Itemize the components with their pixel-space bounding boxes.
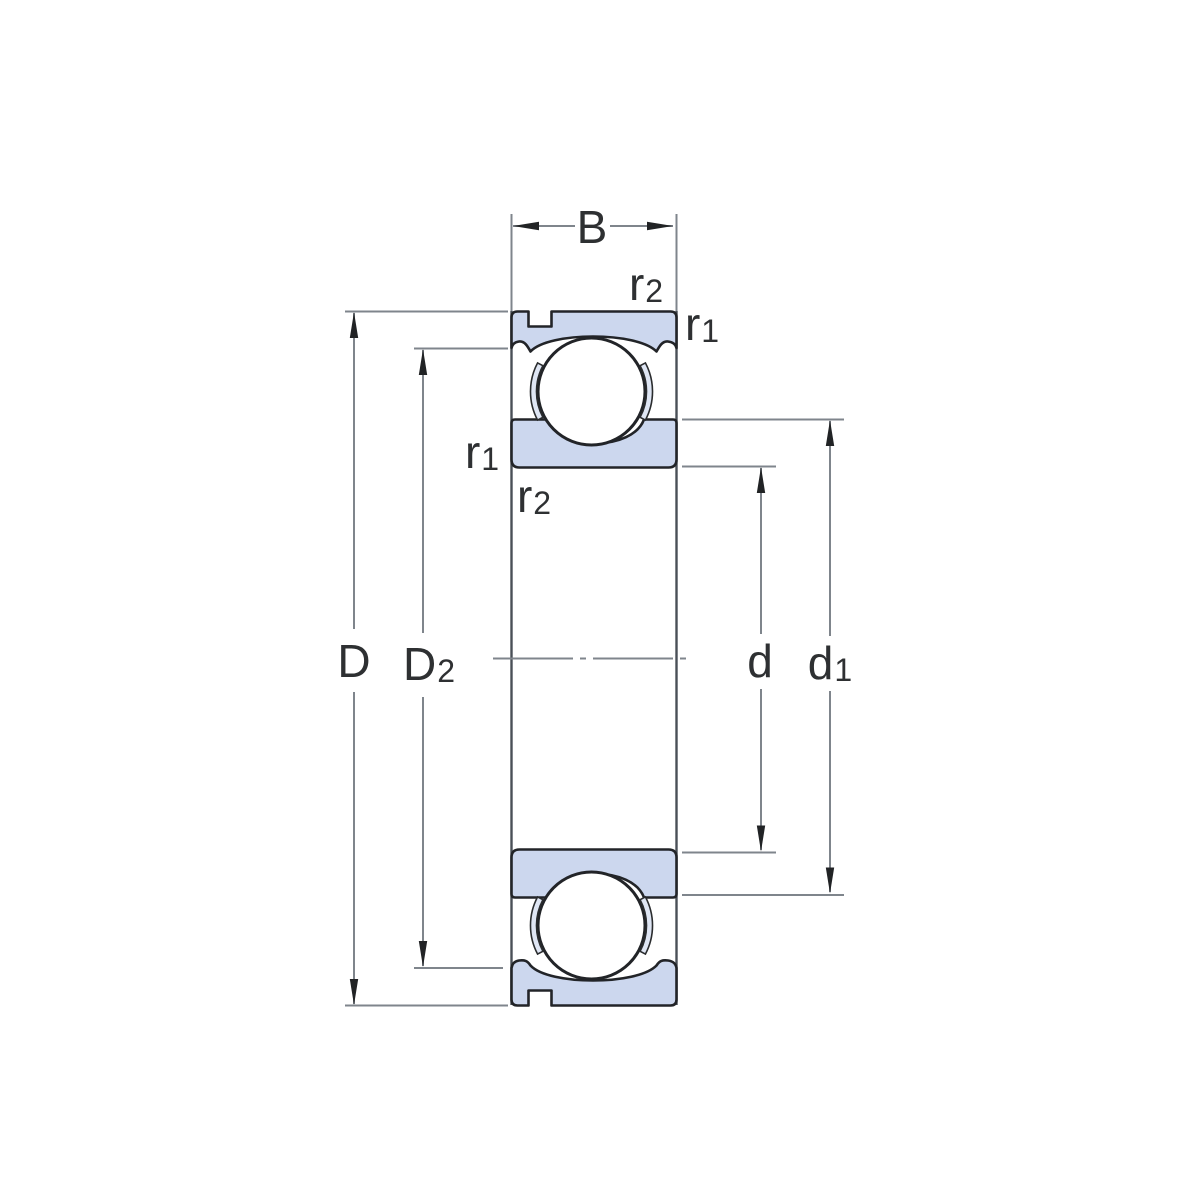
label-r1-top-sub: 1 — [701, 313, 720, 349]
ball-top — [536, 336, 647, 447]
label-d-base: d — [747, 635, 773, 687]
label-r2-side-base: r — [516, 470, 533, 522]
label-d: d — [747, 638, 773, 684]
label-D2-base: D — [402, 638, 437, 690]
cage-arc-bottom-right — [639, 895, 654, 956]
arrow-d1-down — [825, 867, 835, 894]
ball-bottom — [536, 870, 647, 981]
arrow-d-down — [756, 825, 766, 852]
label-B-base: B — [576, 201, 608, 253]
arrow-d-up — [756, 467, 766, 493]
arrow-D2-up — [418, 349, 428, 375]
cage-arc-top-right — [639, 361, 654, 422]
label-r2-top-sub: 2 — [645, 273, 664, 309]
arrow-B-left — [513, 221, 539, 231]
outer-ring-bottom-section — [510, 959, 678, 1007]
label-d1-sub: 1 — [834, 652, 853, 688]
outer-ring-top-section — [510, 310, 678, 353]
label-D: D — [337, 638, 370, 684]
cage-arc-top-left — [529, 361, 544, 422]
arrow-D-down — [349, 979, 359, 1005]
arrow-B-right — [647, 221, 673, 231]
label-d1-base: d — [807, 637, 834, 689]
arrow-D2-down — [418, 941, 428, 967]
label-r1-top-base: r — [684, 298, 701, 350]
arrow-d1-up — [825, 420, 835, 446]
label-B: B — [577, 204, 608, 250]
arrow-D-up — [349, 312, 359, 338]
cage-arc-bottom-left — [529, 895, 544, 956]
label-r2-top-base: r — [628, 258, 645, 310]
label-D-base: D — [337, 635, 371, 687]
label-r2-side-sub: 2 — [533, 485, 552, 521]
label-r1-side-base: r — [464, 426, 481, 478]
label-D2-sub: 2 — [437, 653, 456, 689]
label-r1-side-sub: 1 — [481, 441, 500, 477]
